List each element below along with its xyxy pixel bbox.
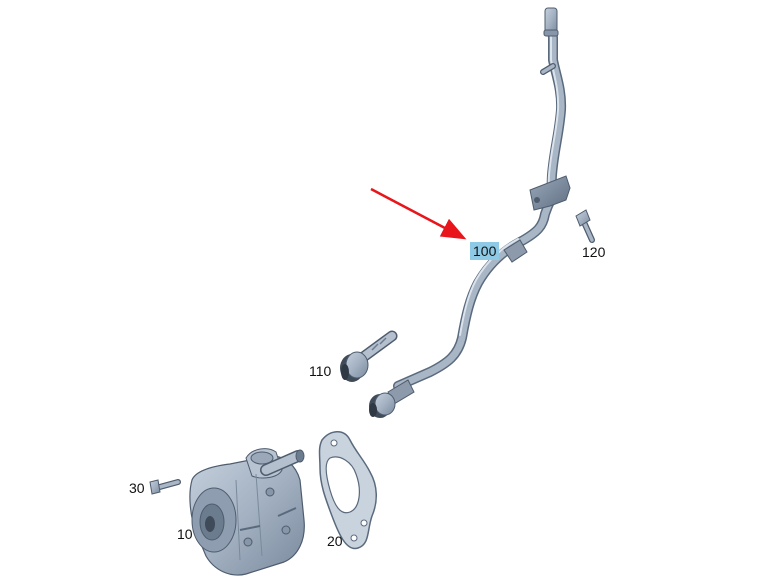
- pointer-arrow: [370, 187, 467, 240]
- callout-10[interactable]: 10: [177, 526, 193, 542]
- line-bolt: [575, 209, 595, 243]
- pump-bolt: [149, 479, 181, 495]
- callout-120[interactable]: 120: [582, 244, 606, 260]
- connector: [340, 330, 398, 382]
- callout-100[interactable]: 100: [470, 242, 500, 260]
- callout-110[interactable]: 110: [309, 363, 332, 379]
- vacuum-pump: [189, 448, 305, 576]
- callout-20[interactable]: 20: [327, 533, 343, 549]
- callout-30[interactable]: 30: [129, 480, 145, 496]
- gasket: [318, 431, 377, 550]
- vacuum-line: [369, 7, 571, 418]
